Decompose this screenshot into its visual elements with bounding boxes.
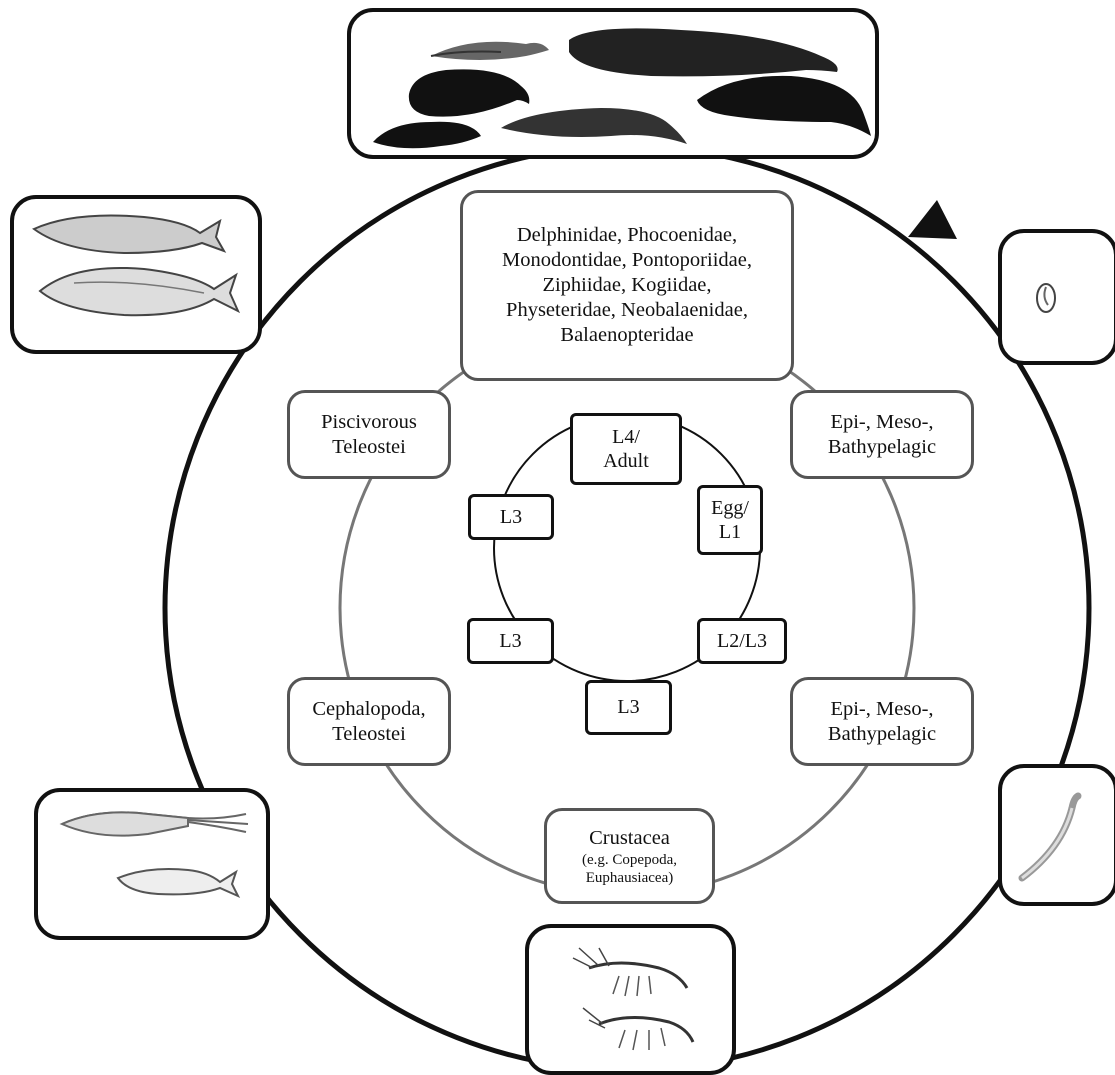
larva-picture-box	[998, 764, 1115, 906]
fish-picture-box	[10, 195, 262, 354]
definitive-hosts-box: Delphinidae, Phocoenidae, Monodontidae, …	[460, 190, 794, 381]
stage-label: L3	[499, 505, 523, 528]
intermediate-host-example: (e.g. Copepoda,	[582, 851, 677, 868]
intermediate-host-name: Crustacea	[589, 826, 670, 849]
intermediate-host-box: Crustacea (e.g. Copepoda, Euphausiacea)	[544, 808, 715, 904]
intermediate-host-example: Euphausiacea)	[585, 869, 674, 886]
squid-fish-picture-box	[34, 788, 270, 940]
egg-habitat-line: Bathypelagic	[827, 435, 937, 458]
stage-label: L3	[499, 629, 522, 652]
stage-label: L2/L3	[717, 629, 767, 652]
larva-habitat-line: Epi-, Meso-,	[830, 697, 934, 720]
larva-habitat-box: Epi-, Meso-, Bathypelagic	[790, 677, 974, 766]
stage-crustacean-box: L3	[585, 680, 672, 735]
paratenic-host-fish-box: Piscivorous Teleostei	[287, 390, 451, 479]
stage-adult-box: L4/ Adult	[570, 413, 682, 485]
krill-picture-box	[525, 924, 736, 1075]
larva-habitat-line: Bathypelagic	[827, 722, 937, 745]
stage-label: L1	[718, 521, 742, 543]
paratenic-host-line: Piscivorous	[321, 410, 417, 433]
stage-label: Egg/	[711, 496, 749, 519]
whale-hosts-picture-box	[347, 8, 879, 159]
definitive-host-line: Ziphiidae, Kogiidae,	[542, 274, 712, 296]
definitive-host-line: Delphinidae, Phocoenidae,	[516, 224, 738, 246]
krill-drawings-image	[572, 947, 695, 1051]
stage-l2-l3-box: L2/L3	[697, 618, 787, 664]
teleost-fish-drawings-image	[32, 214, 241, 317]
paratenic-host-line: Teleostei	[332, 722, 406, 745]
definitive-host-line: Physeteridae, Neobalaenidae,	[506, 299, 748, 321]
paratenic-host-line: Cephalopoda,	[312, 697, 426, 720]
stage-cephalopod-box: L3	[467, 618, 554, 664]
stage-label: L3	[617, 696, 640, 719]
cycle-direction-arrow	[908, 200, 957, 239]
definitive-host-line: Balaenopteridae	[560, 324, 694, 346]
definitive-host-line: Monodontidae, Pontoporiidae,	[502, 249, 752, 271]
cetacean-silhouettes-image	[373, 28, 871, 149]
paratenic-host-cephalopod-box: Cephalopoda, Teleostei	[287, 677, 451, 766]
egg-habitat-box: Epi-, Meso-, Bathypelagic	[790, 390, 974, 479]
squid-and-fish-drawings-image	[59, 811, 249, 899]
egg-habitat-line: Epi-, Meso-,	[830, 410, 934, 433]
free-living-larva-image	[1018, 792, 1082, 882]
stage-egg-box: Egg/ L1	[697, 485, 763, 555]
nematode-egg-image	[1036, 283, 1056, 313]
egg-picture-box	[998, 229, 1115, 365]
stage-fish-box: L3	[468, 494, 554, 540]
stage-label: Adult	[603, 450, 649, 472]
stage-label: L4/	[612, 425, 640, 448]
paratenic-host-line: Teleostei	[332, 435, 406, 458]
